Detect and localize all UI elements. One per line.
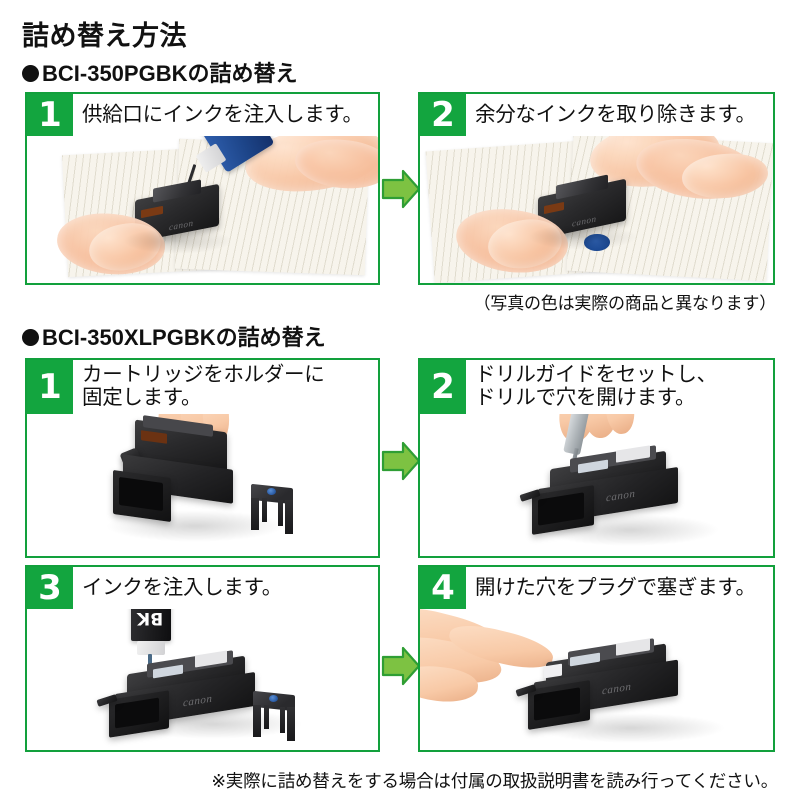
flow-arrow-s2-row2	[381, 645, 421, 687]
step-panel-s2-1: 1 カートリッジをホルダーに 固定します。	[25, 358, 380, 558]
step-instruction: 開けた穴をプラグで塞ぎます。	[466, 567, 773, 609]
flow-arrow-s2-row1	[381, 440, 421, 482]
step-panel-s1-1: 1 供給口にインクを注入します。 canon	[25, 92, 380, 285]
step-photo-s2-4: canon	[420, 609, 773, 750]
section-heading-1-label: BCI-350PGBKの詰め替え	[42, 61, 298, 86]
step-instruction-line1: ドリルガイドをセットし、	[475, 363, 717, 387]
step-header: 4 開けた穴をプラグで塞ぎます。	[420, 567, 773, 609]
step-photo-s2-1	[27, 414, 378, 556]
step-number-badge: 1	[27, 94, 73, 136]
step-panel-s1-2: 2 余分なインクを取り除きます。 canon	[418, 92, 775, 285]
page-title: 詰め替え方法	[22, 21, 187, 51]
step-photo-s2-3: BK canon	[27, 609, 378, 750]
step-instruction-line1: カートリッジをホルダーに	[82, 363, 325, 387]
bullet-icon	[22, 329, 39, 346]
bullet-icon	[22, 65, 39, 82]
step-instruction-line1: 余分なインクを取り除きます。	[475, 102, 756, 126]
section-heading-1: BCI-350PGBKの詰め替え	[22, 56, 297, 88]
step-photo-s1-2: canon	[420, 136, 773, 283]
step-instruction-line1: 供給口にインクを注入します。	[82, 102, 363, 126]
step-instruction-line2: ドリルで穴を開けます。	[475, 386, 696, 409]
section-heading-2: BCI-350XLPGBKの詰め替え	[22, 320, 326, 352]
step-number-badge: 3	[27, 567, 73, 609]
step-instruction: 余分なインクを取り除きます。	[466, 94, 773, 136]
step-instruction-line2: 固定します。	[82, 386, 202, 409]
step-instruction: ドリルガイドをセットし、 ドリルで穴を開けます。	[466, 360, 773, 414]
photo-color-disclaimer: （写真の色は実際の商品と異なります）	[473, 294, 777, 313]
step-photo-s1-1: canon	[27, 136, 378, 283]
ink-bottle-label: BK	[137, 609, 164, 628]
step-instruction: 供給口にインクを注入します。	[73, 94, 378, 136]
step-instruction-line1: インクを注入します。	[82, 575, 282, 599]
step-number-badge: 2	[420, 94, 466, 136]
step-number-badge: 1	[27, 360, 73, 414]
step-number-badge: 2	[420, 360, 466, 414]
step-header: 2 余分なインクを取り除きます。	[420, 94, 773, 136]
step-photo-s2-2: canon	[420, 414, 773, 556]
step-instruction: カートリッジをホルダーに 固定します。	[73, 360, 378, 414]
step-instruction-line1: 開けた穴をプラグで塞ぎます。	[475, 575, 756, 599]
step-panel-s2-3: 3 インクを注入します。 BK can	[25, 565, 380, 752]
footer-note: ※実際に詰め替えをする場合は付属の取扱説明書を読み行ってください。	[211, 771, 778, 791]
step-header: 2 ドリルガイドをセットし、 ドリルで穴を開けます。	[420, 360, 773, 414]
step-number-badge: 4	[420, 567, 466, 609]
step-panel-s2-2: 2 ドリルガイドをセットし、 ドリルで穴を開けます。	[418, 358, 775, 558]
step-header: 1 カートリッジをホルダーに 固定します。	[27, 360, 378, 414]
flow-arrow-s1	[381, 168, 421, 210]
step-header: 3 インクを注入します。	[27, 567, 378, 609]
step-header: 1 供給口にインクを注入します。	[27, 94, 378, 136]
section-heading-2-label: BCI-350XLPGBKの詰め替え	[42, 325, 326, 350]
step-panel-s2-4: 4 開けた穴をプラグで塞ぎます。	[418, 565, 775, 752]
step-instruction: インクを注入します。	[73, 567, 378, 609]
